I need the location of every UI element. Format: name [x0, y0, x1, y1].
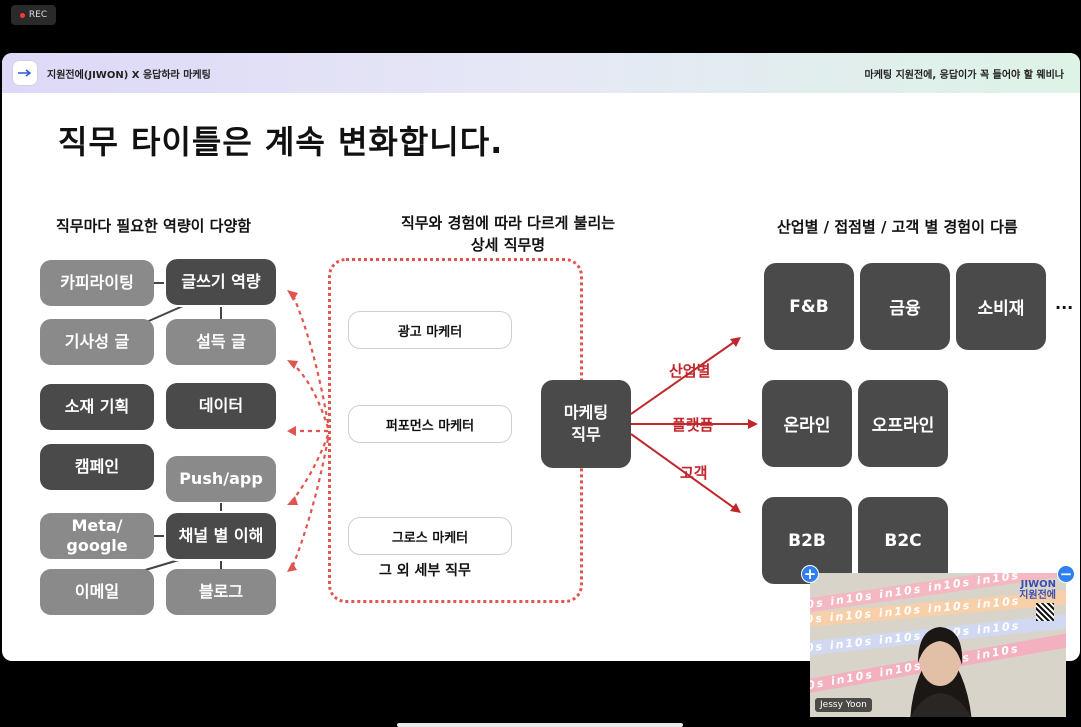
platform-online: 온라인 [762, 380, 852, 467]
skill-meta-google: Meta/ google [40, 513, 154, 559]
skill-content-planning: 소재 기획 [40, 384, 154, 430]
qr-code-icon [1036, 603, 1054, 621]
record-dot-icon [19, 12, 25, 18]
presentation-slide: 지원전에(JIWON) X 응답하라 마케팅 마케팅 지원전에, 응답이가 꼭 … [2, 53, 1080, 661]
header-tagline: 마케팅 지원전에, 응답이가 꼭 들어야 할 웨비나 [864, 70, 1065, 81]
middle-heading: 직무와 경험에 따라 다르게 불리는 상세 직무명 [400, 214, 616, 254]
skill-data: 데이터 [166, 383, 276, 429]
left-heading: 직무마다 필요한 역량이 다양함 [56, 217, 252, 235]
jiwon-brand: JIWON 지원전에 [1019, 579, 1056, 601]
job-etc-label: 그 외 세부 직무 [379, 563, 471, 579]
presenter-video [910, 627, 972, 717]
more-industries: ... [1055, 294, 1074, 313]
skill-blog: 블로그 [166, 569, 276, 615]
industry-fnb: F&B [764, 263, 854, 350]
skill-copywriting: 카피라이팅 [40, 260, 154, 306]
participant-name: Jessy Yoon [815, 698, 872, 712]
marketing-job-node: 마케팅 직무 [541, 380, 631, 468]
jiwon-brand-line1: JIWON [1020, 579, 1056, 590]
job-growth-marketer: 그로스 마케터 [348, 517, 512, 555]
skill-campaign: 캠페인 [40, 444, 154, 490]
minimize-video-button[interactable]: − [1057, 565, 1075, 583]
header-brand: 지원전에(JIWON) X 응답하라 마케팅 [47, 70, 211, 81]
jiwon-logo-icon [13, 61, 37, 85]
platform-offline: 오프라인 [858, 380, 948, 467]
skill-email: 이메일 [40, 569, 154, 615]
job-performance-marketer: 퍼포먼스 마케터 [348, 405, 512, 443]
webcam-tile[interactable]: in10s in10s in10s in10s in10s in10s in10… [810, 573, 1066, 717]
bottom-progress-bar[interactable] [397, 723, 683, 727]
jiwon-brand-line2: 지원전에 [1019, 590, 1056, 601]
skill-article-writing: 기사성 글 [40, 319, 154, 365]
industry-consumer-goods: 소비재 [956, 263, 1046, 350]
recording-label: REC [28, 10, 48, 20]
job-ad-marketer: 광고 마케터 [348, 311, 512, 349]
axis-industry-label: 산업별 [669, 362, 711, 380]
slide-title: 직무 타이틀은 계속 변화합니다. [58, 123, 504, 161]
industry-finance: 금융 [860, 263, 950, 350]
recording-indicator: REC [11, 5, 56, 25]
slide-header-bar: 지원전에(JIWON) X 응답하라 마케팅 마케팅 지원전에, 응답이가 꼭 … [2, 53, 1080, 93]
axis-platform-label: 플랫폼 [672, 416, 714, 434]
expand-video-button[interactable]: + [801, 565, 819, 583]
skill-channel-understanding: 채널 별 이해 [164, 511, 278, 561]
skill-persuasive-writing: 설득 글 [166, 319, 276, 365]
axis-customer-label: 고객 [680, 464, 708, 482]
connector-lines [141, 282, 758, 572]
customer-b2c: B2C [858, 497, 948, 584]
skill-writing: 글쓰기 역량 [164, 257, 278, 307]
right-heading: 산업별 / 접점별 / 고객 별 경험이 다름 [777, 218, 1018, 236]
skill-push-app: Push/app [166, 456, 276, 502]
